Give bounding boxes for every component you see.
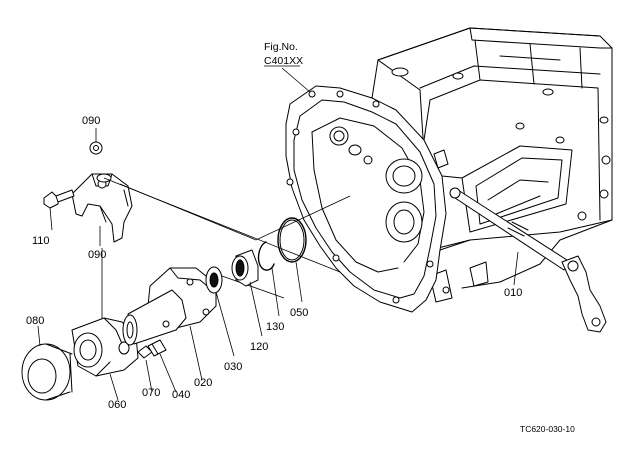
- part-090-release-fork: [71, 173, 133, 243]
- part-080-release-bearing: [21, 343, 73, 401]
- label-part-010: 010: [504, 287, 522, 299]
- label-part-050: 050: [290, 307, 308, 319]
- drawing-code: TC620-030-10: [520, 424, 575, 434]
- label-part-070: 070: [142, 387, 160, 399]
- label-part-060: 060: [108, 399, 126, 411]
- label-part-030: 030: [224, 361, 242, 373]
- part-050-o-ring: [277, 217, 307, 263]
- label-part-080: 080: [26, 315, 44, 327]
- label-part-120: 120: [250, 341, 268, 353]
- label-part-130: 130: [266, 321, 284, 333]
- label-part-110: 110: [32, 235, 50, 247]
- label-part-090: 090: [88, 249, 106, 261]
- leader-lines: [37, 67, 519, 401]
- part-100-washer: [89, 141, 103, 155]
- part-020-release-guide: [122, 267, 217, 346]
- part-110-bolt: [43, 189, 75, 209]
- clutch-housing-flange: [285, 59, 471, 313]
- assembly-guide-lines: [101, 177, 351, 324]
- part-040-pin: [147, 339, 167, 357]
- fig-no-value: C401XX: [264, 55, 303, 67]
- label-part-020: 020: [194, 377, 212, 389]
- label-part-040: 040: [172, 389, 190, 401]
- part-060-release-hub: [71, 317, 139, 377]
- part-120-bushing: [231, 249, 259, 287]
- label-part-100: 090: [82, 115, 100, 127]
- part-130-snap-ring: [257, 241, 275, 271]
- figure-number-block: Fig.No. C401XX: [264, 41, 303, 67]
- fig-no-label: Fig.No.: [264, 41, 298, 53]
- part-030-oil-seal: [205, 266, 223, 294]
- part-010-release-shaft: [449, 187, 607, 333]
